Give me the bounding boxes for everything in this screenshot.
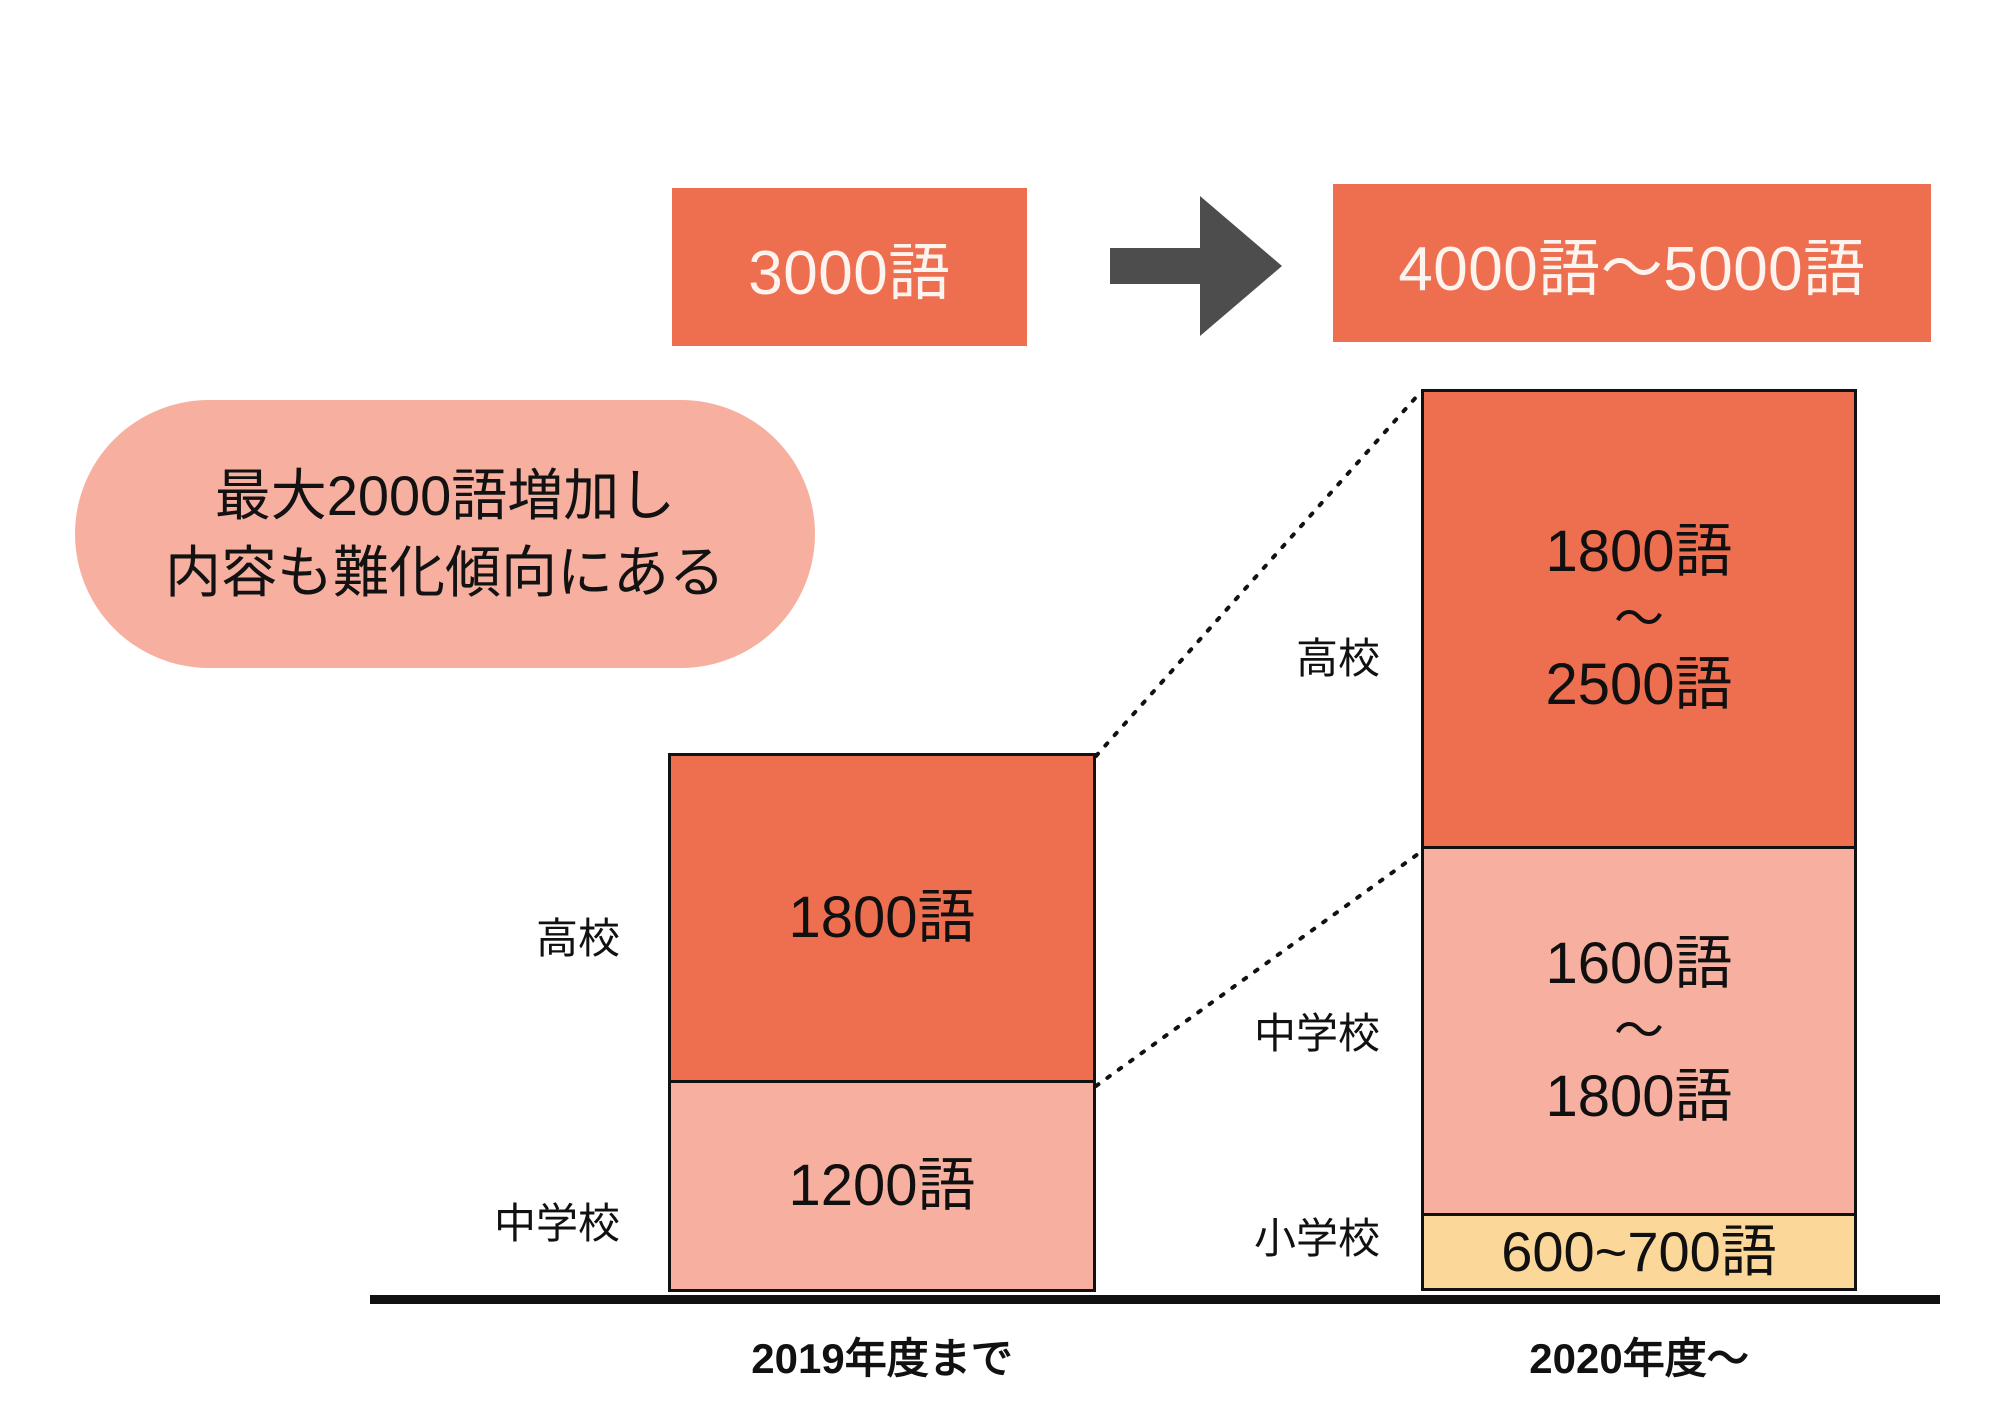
total-words-before-banner: 3000語 <box>672 188 1027 346</box>
row-label-elementary-2020: 小学校 <box>1253 1215 1380 1262</box>
total-words-after-banner: 4000語〜5000語 <box>1333 184 1931 342</box>
callout-bubble: 最大2000語増加し 内容も難化傾向にある <box>75 400 815 668</box>
bar-segment-junior-high-2019: 1200語 <box>668 1080 1096 1292</box>
bar-segment-junior-high-2020: 1600語 〜 1800語 <box>1421 846 1857 1216</box>
row-label-high-school-2019: 高校 <box>535 915 620 962</box>
bar-segment-range-tilde: 〜 <box>1614 1002 1664 1059</box>
bar-column-2020: 1800語 〜 2500語 1600語 〜 1800語 600~700語 <box>1421 389 1857 1291</box>
callout-line-2: 内容も難化傾向にある <box>165 541 725 604</box>
total-words-after-label: 4000語〜5000語 <box>1398 235 1866 304</box>
bar-segment-value-bottom: 1800語 <box>1545 1064 1733 1130</box>
bar-segment-high-school-2019: 1800語 <box>668 753 1096 1083</box>
row-label-high-school-2020: 高校 <box>1295 635 1380 682</box>
bar-segment-value: 1200語 <box>788 1152 976 1218</box>
connector-line-high <box>1094 393 1420 758</box>
right-arrow-icon <box>1110 196 1282 336</box>
baseline-axis <box>370 1295 1940 1304</box>
row-label-junior-high-2019: 中学校 <box>493 1200 620 1247</box>
bar-column-2019: 1800語 1200語 <box>668 753 1096 1292</box>
bar-segment-value-bottom: 2500語 <box>1545 652 1733 718</box>
bar-segment-value: 600~700語 <box>1501 1219 1777 1283</box>
callout-line-1: 最大2000語増加し <box>214 463 676 527</box>
bar-segment-range-tilde: 〜 <box>1614 590 1664 647</box>
bar-segment-value-top: 1600語 <box>1545 931 1733 996</box>
axis-caption-2019: 2019年度まで <box>751 1335 1013 1382</box>
total-words-before-label: 3000語 <box>748 239 951 308</box>
bar-segment-value-top: 1800語 <box>1545 519 1733 584</box>
axis-caption-2020: 2020年度〜 <box>1529 1335 1749 1382</box>
row-label-junior-high-2020: 中学校 <box>1253 1010 1380 1057</box>
bar-segment-value: 1800語 <box>788 884 976 950</box>
bar-segment-high-school-2020: 1800語 〜 2500語 <box>1421 389 1857 849</box>
bar-segment-elementary-2020: 600~700語 <box>1421 1213 1857 1291</box>
